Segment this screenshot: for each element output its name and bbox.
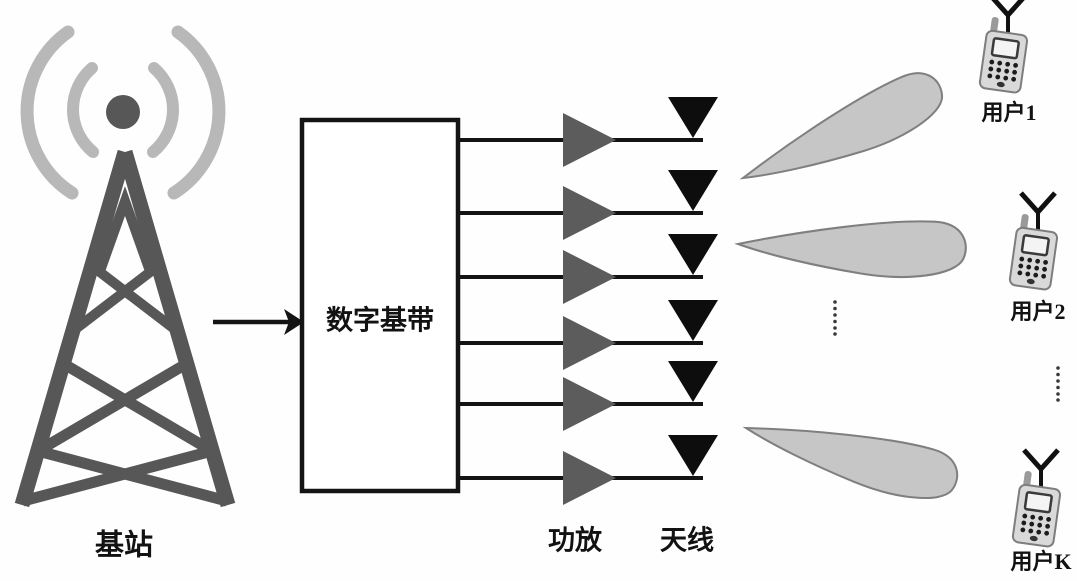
users-ellipsis-dots xyxy=(1056,366,1060,402)
baseband-box xyxy=(299,117,461,494)
beam-3 xyxy=(738,397,965,512)
beam-2 xyxy=(735,210,969,282)
user-k-label: 用户K xyxy=(1010,549,1072,574)
baseband-box-label: 数字基带 xyxy=(326,305,434,336)
antenna-icons xyxy=(668,97,718,476)
user-2-phone-icon xyxy=(1009,193,1060,290)
radio-waves-icon xyxy=(20,25,226,200)
power-amplifier-label: 功放 xyxy=(548,525,602,556)
cell-tower-icon xyxy=(14,95,236,508)
beams-ellipsis-dots xyxy=(833,300,837,336)
base-station-label: 基站 xyxy=(94,529,154,562)
beam-lobes xyxy=(729,63,969,512)
power-amplifier-icons xyxy=(563,113,616,505)
user-1-label: 用户1 xyxy=(981,100,1037,125)
user-1-phone-icon xyxy=(979,0,1030,93)
beam-1 xyxy=(729,63,953,201)
user-2-label: 用户2 xyxy=(1010,299,1066,324)
input-arrow xyxy=(213,309,304,335)
user-k-phone-icon xyxy=(1012,450,1063,547)
antenna-label: 天线 xyxy=(660,525,714,556)
rf-feed-lines xyxy=(458,138,703,480)
